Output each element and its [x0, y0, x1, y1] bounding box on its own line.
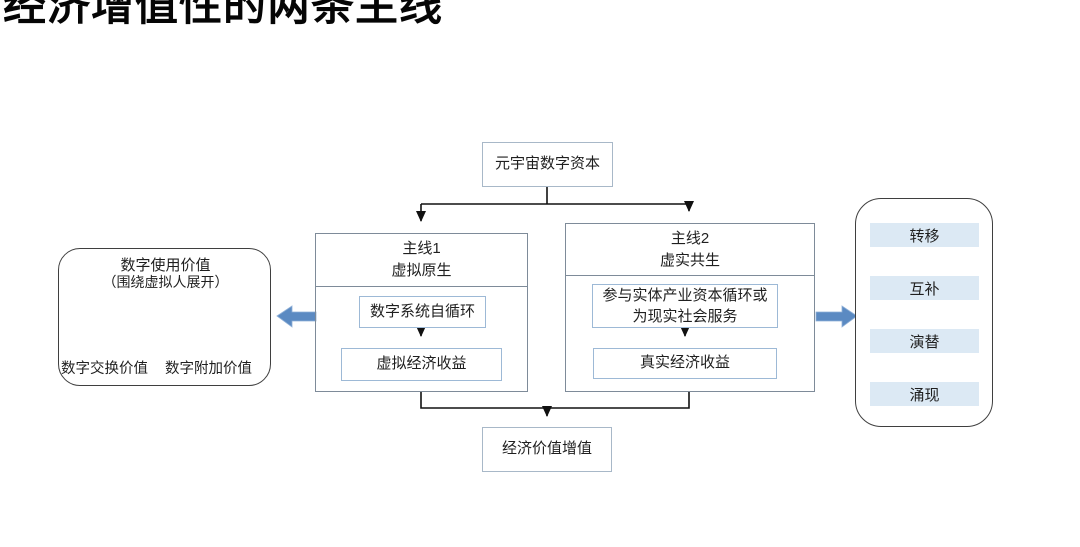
stage-succession-label: 演替: [909, 333, 940, 351]
mainline1-header: 主线1 虚拟原生: [316, 234, 527, 287]
digital-added-value-label: 数字附加价值: [165, 361, 252, 377]
mainline2-title: 主线2: [670, 229, 710, 247]
node-digital-system-self-loop: 数字系统自循环: [359, 296, 486, 328]
digital-use-value-label: 数字使用价值: [120, 257, 211, 274]
node-mainline2: 主线2 虚实共生: [565, 223, 815, 392]
node-real-industry-capital: 参与实体产业资本循环或 为现实社会服务: [592, 284, 778, 328]
panel-digital-value-triangle: 数字使用价值 （围绕虚拟人展开） 数字交换价值 数字附加价值: [58, 248, 271, 386]
mainline1-title: 主线1: [402, 240, 441, 258]
node-metaverse-digital-capital: 元宇宙数字资本: [482, 142, 613, 187]
stage-transfer: 转移: [870, 223, 979, 247]
mainline2-subtitle: 虚实共生: [659, 251, 720, 269]
node-real-industry-capital-line1: 参与实体产业资本循环或: [602, 287, 768, 304]
mainline2-header: 主线2 虚实共生: [566, 224, 814, 276]
mainline1-subtitle: 虚拟原生: [391, 262, 452, 279]
node-digital-system-self-loop-label: 数字系统自循环: [369, 302, 475, 320]
node-mainline1: 主线1 虚拟原生: [315, 233, 528, 392]
slide-title: 经济增值性的两条主线: [3, 0, 443, 30]
node-real-economic-income: 真实经济收益: [593, 348, 777, 379]
connector-bottom-merge: [420, 392, 690, 409]
node-virtual-economic-income: 虚拟经济收益: [341, 348, 502, 381]
stage-succession: 演替: [870, 329, 979, 353]
around-virtual-human-label: （围绕虚拟人展开）: [102, 274, 229, 290]
node-real-industry-capital-line2: 为现实社会服务: [632, 308, 738, 325]
stage-transfer-label: 转移: [909, 227, 940, 245]
node-real-economic-income-label: 真实经济收益: [639, 354, 730, 372]
stage-complement-label: 互补: [909, 280, 940, 298]
stage-emergence-label: 涌现: [909, 386, 940, 404]
node-metaverse-digital-capital-label: 元宇宙数字资本: [494, 155, 600, 173]
panel-evolution-stages: 转移 互补 演替 涌现: [855, 198, 993, 427]
node-economic-value-add-label: 经济价值增值: [501, 440, 592, 458]
big-arrow-right-icon: [815, 305, 858, 328]
stage-complement: 互补: [870, 276, 979, 300]
node-economic-value-add: 经济价值增值: [482, 427, 612, 472]
stage-emergence: 涌现: [870, 382, 979, 406]
big-arrow-left-icon: [276, 305, 317, 328]
digital-exchange-value-label: 数字交换价值: [61, 361, 148, 377]
node-virtual-economic-income-label: 虚拟经济收益: [376, 355, 467, 373]
